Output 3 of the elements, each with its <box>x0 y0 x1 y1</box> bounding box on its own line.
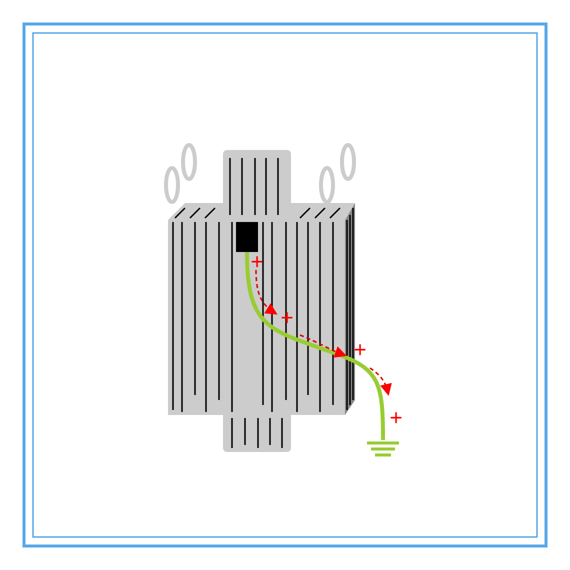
charge-sign: + <box>390 407 402 429</box>
charge-sign: + <box>250 251 264 273</box>
charge-sign: + <box>354 339 366 361</box>
